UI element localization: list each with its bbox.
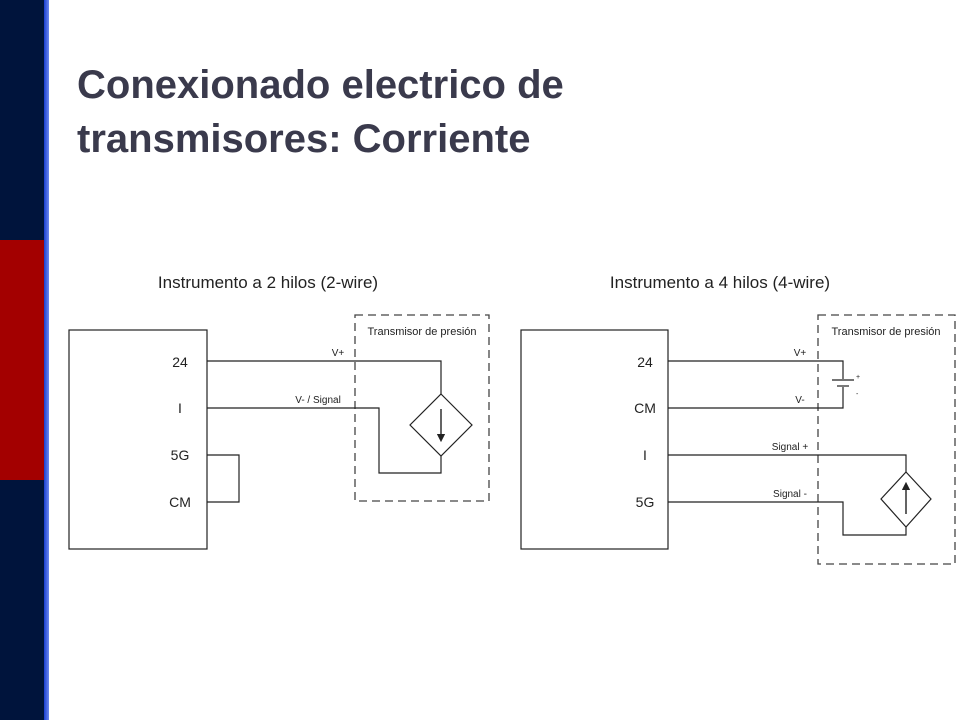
terminal-label-i: I — [178, 400, 182, 416]
accent-blue-stripe — [44, 0, 49, 720]
diagram-2wire: Instrumento a 2 hilos (2-wire) 24 I 5G C… — [68, 273, 490, 550]
wire-vminus-4wire — [668, 387, 844, 409]
wire-label-vplus-4wire: V+ — [794, 348, 807, 359]
terminal-label-i: I — [643, 447, 647, 463]
left-accent-bar — [0, 0, 52, 720]
wire-vplus-2wire — [207, 360, 442, 394]
terminal-label-24: 24 — [172, 354, 188, 370]
transmitter-box-4wire — [817, 314, 956, 565]
accent-red-middle — [0, 240, 44, 480]
terminal-label-cm: CM — [634, 400, 656, 416]
wire-label-signal-minus-4wire: Signal - — [773, 489, 807, 500]
battery-minus-mark: - — [856, 391, 859, 398]
wire-vminus-signal-2wire — [207, 407, 442, 474]
accent-navy-bottom — [0, 480, 44, 720]
page-title-line-1: Conexionado electrico de — [77, 63, 564, 107]
battery-plus-mark: + — [856, 374, 860, 381]
terminal-label-5g: 5G — [636, 494, 655, 510]
transmitter-label-2wire: Transmisor de presión — [367, 326, 476, 338]
page-title-line-2: transmisores: Corriente — [77, 117, 531, 161]
wire-vplus-4wire — [668, 360, 844, 379]
accent-navy-top — [0, 0, 44, 240]
wire-label-vminus-signal-2wire: V- / Signal — [295, 395, 341, 406]
wire-label-vminus-4wire: V- — [795, 395, 804, 406]
page-title: Conexionado electrico de transmisores: C… — [77, 58, 837, 166]
terminal-label-24: 24 — [637, 354, 653, 370]
diagram-2wire-heading: Instrumento a 2 hilos (2-wire) — [158, 273, 378, 292]
transmitter-label-4wire: Transmisor de presión — [831, 326, 940, 338]
wire-signal-minus-4wire — [668, 501, 907, 536]
terminal-label-cm: CM — [169, 494, 191, 510]
wire-signal-plus-4wire — [668, 454, 907, 472]
wire-label-signal-plus-4wire: Signal + — [772, 442, 809, 453]
panel-box-4wire — [520, 329, 669, 550]
panel-box-2wire — [68, 329, 208, 550]
jumper-5g-cm — [207, 454, 240, 503]
wire-label-vplus-2wire: V+ — [332, 348, 345, 359]
diagram-4wire-heading: Instrumento a 4 hilos (4-wire) — [610, 273, 830, 292]
terminal-label-5g: 5G — [171, 447, 190, 463]
diagram-4wire: Instrumento a 4 hilos (4-wire) 24 CM I 5… — [520, 273, 956, 565]
battery-icon: + - — [832, 374, 860, 398]
